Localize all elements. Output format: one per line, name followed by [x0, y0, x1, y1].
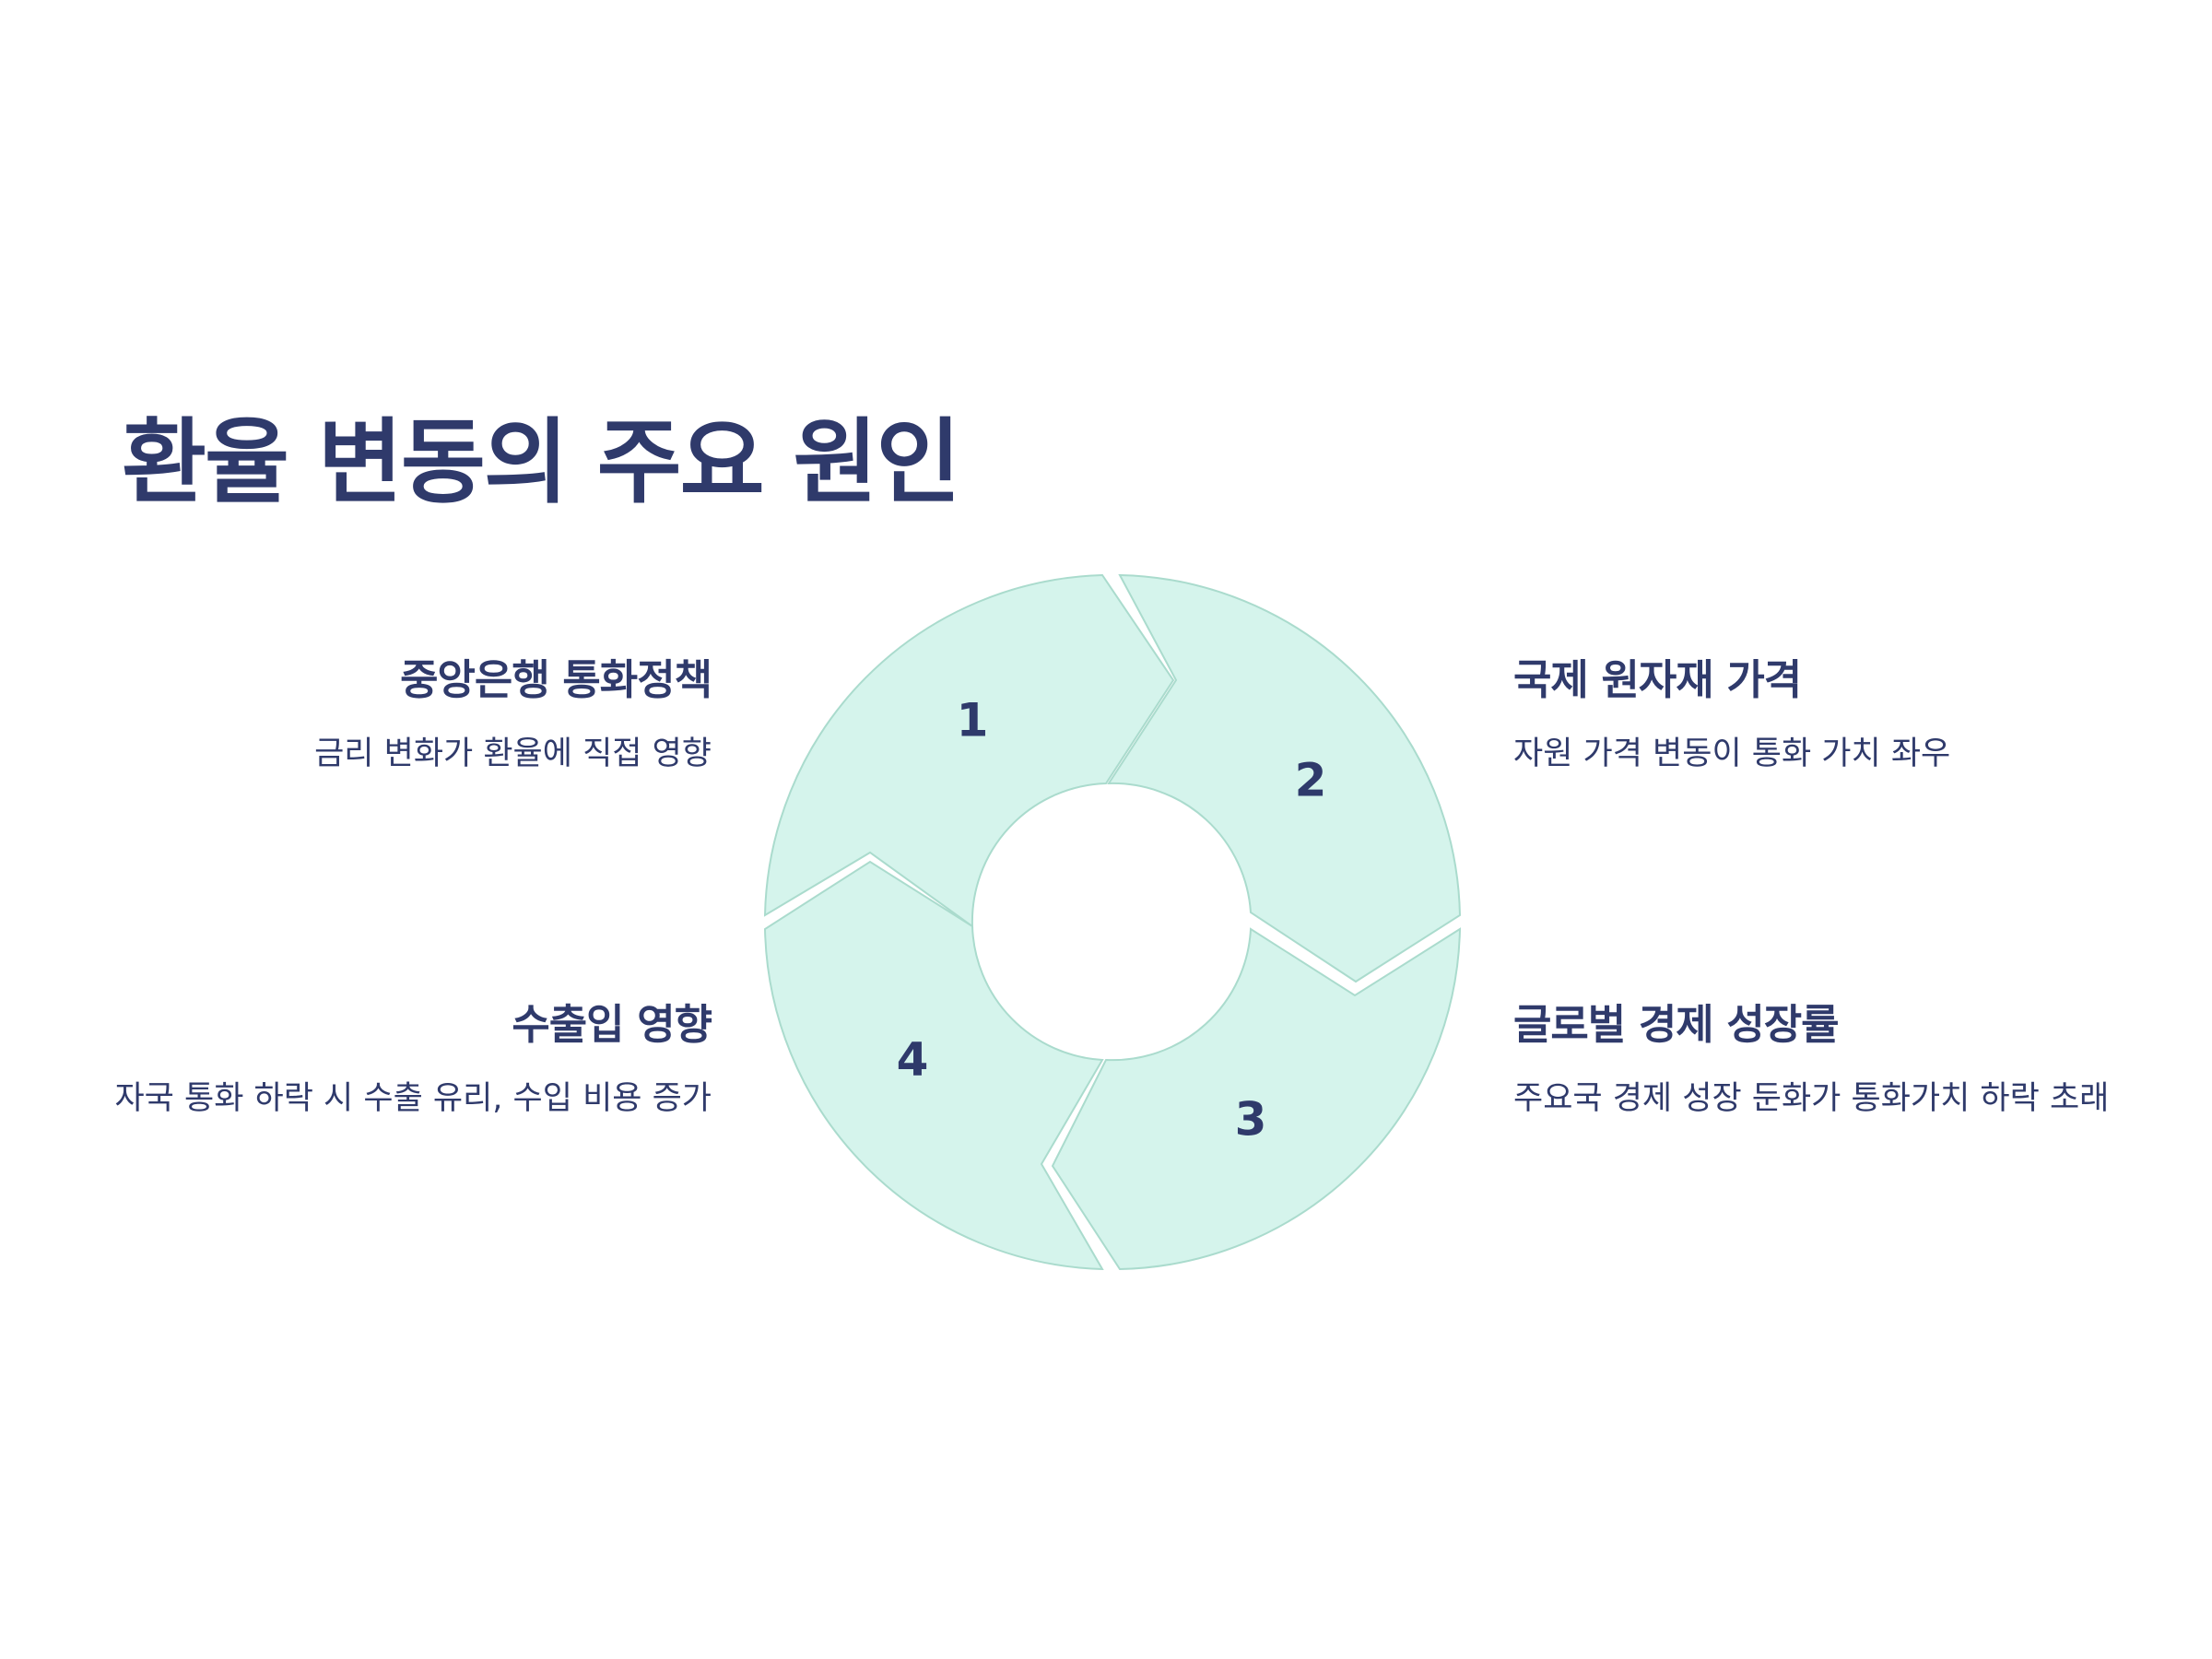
cycle-segment-3 — [1051, 927, 1462, 1271]
cycle-segment-1 — [763, 573, 1175, 929]
cycle-number-4: 4 — [897, 1033, 929, 1087]
step-4-description: 자국 통화 하락 시 수출 유리, 수입 비용 증가 — [114, 1080, 712, 1117]
step-4: 수출입 영향 자국 통화 하락 시 수출 유리, 수입 비용 증가 — [66, 999, 712, 1126]
step-2: 국제 원자재 가격 자원 가격 변동이 통화 가치 좌우 — [1513, 654, 2159, 782]
step-3: 글로벌 경제 성장률 주요국 경제 성장 둔화가 통화가치 하락 초래 — [1513, 999, 2159, 1126]
cycle-segment-4 — [763, 860, 1104, 1271]
step-3-description: 주요국 경제 성장 둔화가 통화가치 하락 초래 — [1513, 1080, 2110, 1117]
step-2-title: 국제 원자재 가격 — [1513, 655, 1802, 704]
step-2-description: 자원 가격 변동이 통화 가치 좌우 — [1513, 735, 1951, 772]
step-1-title: 중앙은행 통화정책 — [400, 655, 712, 704]
step-4-title: 수출입 영향 — [512, 1000, 712, 1049]
cycle-segment-2 — [1107, 573, 1462, 983]
page-title: 환율 변동의 주요 원인 — [122, 408, 960, 516]
cycle-number-2: 2 — [1295, 754, 1327, 807]
step-3-title: 글로벌 경제 성장률 — [1513, 1000, 1840, 1049]
cycle-number-1: 1 — [957, 694, 989, 747]
step-1-description: 금리 변화가 환율에 직접 영향 — [314, 735, 712, 772]
cycle-number-3: 3 — [1235, 1093, 1267, 1147]
step-1: 중앙은행 통화정책 금리 변화가 환율에 직접 영향 — [66, 654, 712, 782]
